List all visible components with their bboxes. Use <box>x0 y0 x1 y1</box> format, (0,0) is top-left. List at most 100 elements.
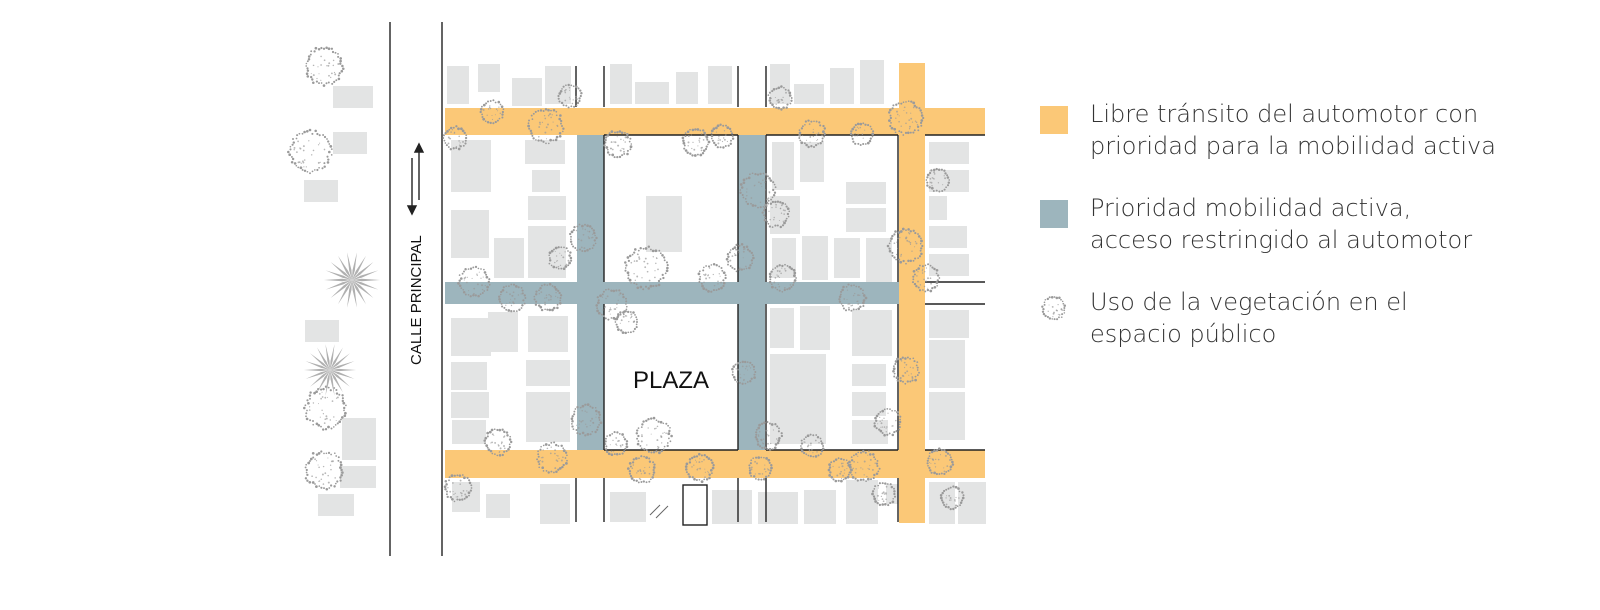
right-shared-street <box>899 63 925 523</box>
plaza-label: PLAZA <box>633 367 709 394</box>
tree-icon <box>888 100 925 136</box>
building <box>333 132 367 154</box>
building <box>929 196 947 220</box>
tree-icon <box>892 356 920 385</box>
tree-icon <box>443 474 473 503</box>
building <box>834 238 860 278</box>
tree-icon <box>731 360 757 385</box>
building <box>958 482 986 524</box>
building <box>929 226 967 248</box>
building <box>610 64 632 104</box>
building <box>794 84 824 104</box>
building <box>852 310 892 356</box>
building <box>852 364 886 386</box>
tree-icon <box>533 282 563 312</box>
building <box>526 360 570 386</box>
tree-icon <box>939 485 965 511</box>
tree-icon <box>536 441 568 474</box>
building <box>318 494 354 516</box>
building <box>800 142 824 182</box>
tree-icon <box>557 83 583 109</box>
tree-icon <box>767 85 793 111</box>
tree-icon <box>287 128 333 175</box>
tree-icon <box>925 167 951 193</box>
tree-icon <box>849 122 875 146</box>
building <box>886 484 898 504</box>
building <box>333 86 373 108</box>
tree-icon <box>483 428 513 457</box>
legend-item-active-mobility: Prioridad mobilidad activa, acceso restr… <box>1040 192 1560 256</box>
tree-icon <box>739 172 777 209</box>
building <box>929 310 969 338</box>
building <box>451 210 489 258</box>
building <box>478 64 500 92</box>
building <box>305 320 339 342</box>
building <box>846 208 886 232</box>
legend-item-shared-street: Libre tránsito del automotor con priorid… <box>1040 98 1560 162</box>
building <box>846 182 886 204</box>
building <box>528 196 566 220</box>
building <box>770 64 790 104</box>
building <box>830 68 854 104</box>
tree-icon <box>626 455 656 484</box>
building <box>846 480 878 524</box>
building <box>800 306 830 350</box>
tree-icon <box>697 263 727 293</box>
building <box>929 482 955 524</box>
tree-icon <box>725 243 755 273</box>
tree-icon <box>548 246 573 271</box>
building <box>646 196 682 252</box>
building <box>852 420 888 444</box>
tree-icon <box>442 125 468 151</box>
building <box>712 490 752 524</box>
tree-icon <box>614 310 639 335</box>
palm-tree-icon <box>324 252 380 308</box>
tree-icon <box>754 420 784 451</box>
tree-icon <box>303 385 347 431</box>
building <box>540 484 570 524</box>
tree-icon <box>624 245 669 291</box>
legend-label-shared-street: Libre tránsito del automotor con priorid… <box>1090 100 1496 160</box>
tree-icon <box>305 46 345 87</box>
tree-icon <box>635 416 673 455</box>
tree-icon <box>768 263 797 293</box>
building <box>929 254 969 276</box>
building <box>772 238 796 278</box>
building <box>526 392 570 442</box>
building <box>451 318 491 356</box>
two-way-arrow-icon <box>406 142 425 216</box>
legend-label-active-mobility: Prioridad mobilidad activa, acceso restr… <box>1090 194 1473 254</box>
building <box>676 72 698 104</box>
tree-icon <box>911 263 941 293</box>
tree-dots-glyph <box>1041 295 1067 321</box>
building <box>772 142 794 190</box>
tree-icon <box>800 433 825 458</box>
building <box>452 420 486 444</box>
urban-plan-map: CALLE PRINCIPAL PLAZA <box>287 22 986 556</box>
building <box>340 466 376 488</box>
tree-icon <box>848 449 881 483</box>
building <box>860 60 884 104</box>
tree-icon <box>604 431 629 457</box>
tree-icon <box>457 265 491 298</box>
legend-label-vegetation: Uso de la vegetación en el espacio públi… <box>1090 288 1408 348</box>
building <box>342 418 376 460</box>
street-outlines <box>389 22 985 556</box>
tree-icon <box>886 227 924 265</box>
tree-icon <box>479 99 505 125</box>
tree-icon <box>569 223 598 253</box>
kiosk-icon <box>649 484 708 526</box>
vegetation-layer <box>287 46 965 511</box>
building <box>929 170 969 192</box>
building <box>447 66 469 104</box>
building <box>610 492 646 522</box>
orange-swatch <box>1040 106 1068 134</box>
building <box>804 490 836 524</box>
building <box>512 78 542 106</box>
palm-tree-icon <box>304 344 356 396</box>
building <box>525 140 565 164</box>
middle-active-street <box>445 282 899 304</box>
bottom-shared-street <box>445 450 985 478</box>
building <box>528 226 566 278</box>
tree-icon <box>570 403 603 437</box>
